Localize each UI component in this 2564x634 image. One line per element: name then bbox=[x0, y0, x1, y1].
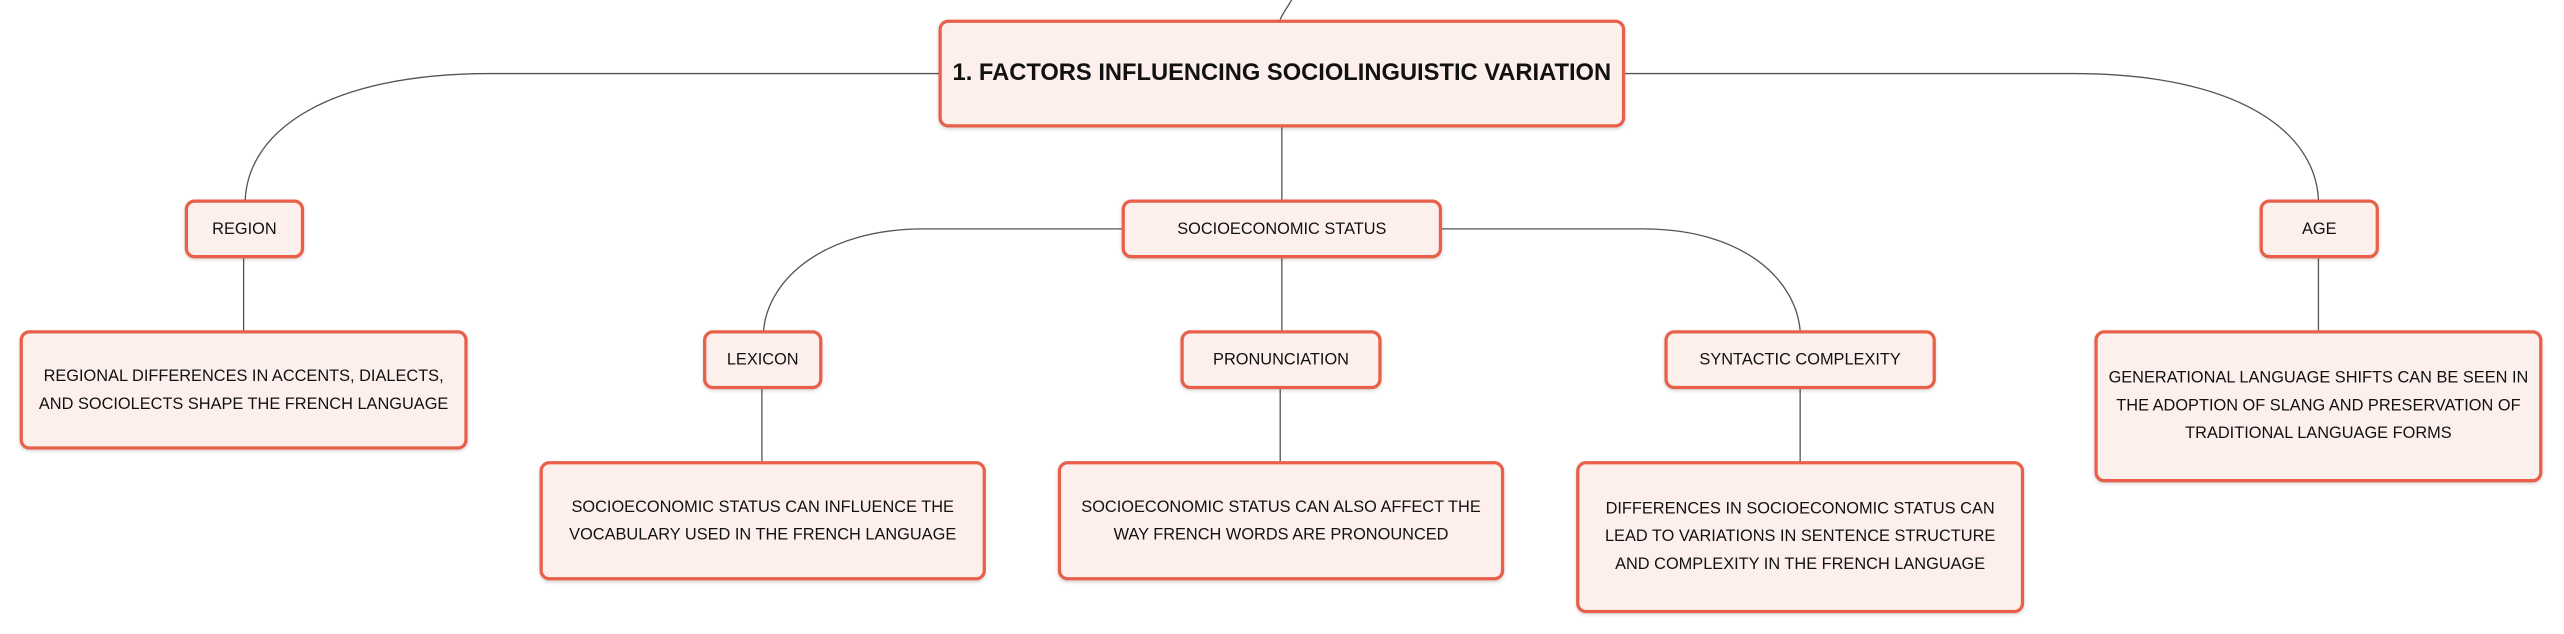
ses-label: SOCIOECONOMIC STATUS bbox=[1177, 219, 1387, 238]
connector-parent-root bbox=[1279, 0, 1293, 20]
pronunciation-detail-node[interactable]: SOCIOECONOMIC STATUS CAN ALSO AFFECT THE… bbox=[1057, 461, 1505, 581]
lexicon-node[interactable]: LEXICON bbox=[703, 330, 823, 390]
lexicon-label: LEXICON bbox=[726, 350, 799, 369]
age-node[interactable]: AGE bbox=[2259, 199, 2379, 259]
connector-ses-lexicon bbox=[762, 228, 1122, 331]
age-detail-node[interactable]: GENERATIONAL LANGUAGE SHIFTS CAN BE SEEN… bbox=[2094, 330, 2543, 483]
connector-root-region bbox=[244, 72, 939, 200]
region-detail-node[interactable]: REGIONAL DIFFERENCES IN ACCENTS, DIALECT… bbox=[19, 330, 468, 450]
connector-ses-syntax bbox=[1442, 228, 1801, 331]
syntax-detail: DIFFERENCES IN SOCIOECONOMIC STATUS CAN … bbox=[1604, 500, 1996, 574]
syntax-detail-node[interactable]: DIFFERENCES IN SOCIOECONOMIC STATUS CAN … bbox=[1576, 461, 2025, 614]
pronunciation-node[interactable]: PRONUNCIATION bbox=[1180, 330, 1382, 390]
pronunciation-label: PRONUNCIATION bbox=[1213, 350, 1350, 369]
age-detail: GENERATIONAL LANGUAGE SHIFTS CAN BE SEEN… bbox=[2108, 369, 2529, 444]
lexicon-detail-node[interactable]: SOCIOECONOMIC STATUS CAN INFLUENCE THE V… bbox=[539, 461, 986, 581]
region-detail: REGIONAL DIFFERENCES IN ACCENTS, DIALECT… bbox=[38, 367, 449, 413]
pronunciation-detail: SOCIOECONOMIC STATUS CAN ALSO AFFECT THE… bbox=[1081, 497, 1481, 544]
lexicon-detail: SOCIOECONOMIC STATUS CAN INFLUENCE THE V… bbox=[569, 497, 957, 544]
root-label: 1. FACTORS INFLUENCING SOCIOLINGUISTIC V… bbox=[952, 59, 1612, 86]
ses-node[interactable]: SOCIOECONOMIC STATUS bbox=[1121, 199, 1443, 259]
region-label: REGION bbox=[212, 219, 277, 238]
connector-root-age bbox=[1625, 72, 2320, 200]
region-node[interactable]: REGION bbox=[184, 199, 305, 259]
syntax-node[interactable]: SYNTACTIC COMPLEXITY bbox=[1664, 330, 1936, 390]
syntax-label: SYNTACTIC COMPLEXITY bbox=[1699, 350, 1901, 369]
age-label: AGE bbox=[2301, 219, 2337, 238]
root-node[interactable]: 1. FACTORS INFLUENCING SOCIOLINGUISTIC V… bbox=[938, 19, 1626, 128]
